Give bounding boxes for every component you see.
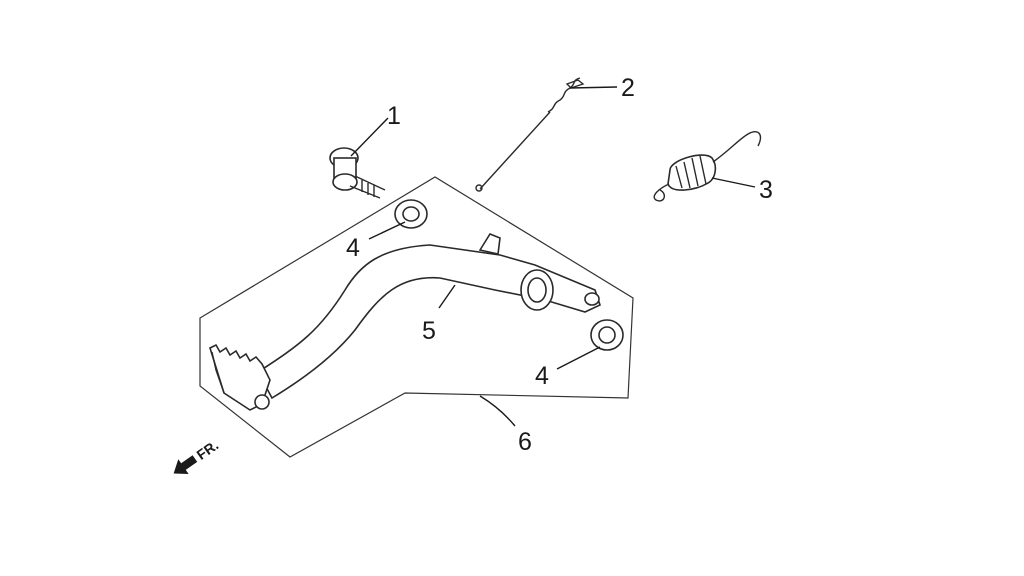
leader-1: [350, 117, 389, 157]
pivot-bolt: [329, 147, 386, 199]
leader-6: [479, 395, 516, 427]
callout-6: 6: [518, 428, 532, 456]
front-direction-marker: FR.: [173, 437, 222, 474]
leader-4b: [556, 346, 601, 370]
leader-4a: [368, 221, 406, 240]
callout-4a: 4: [346, 234, 360, 262]
bushing-upper: [394, 199, 428, 229]
bushing-lower: [590, 319, 624, 351]
spring-rod: [475, 77, 585, 192]
front-direction-label: FR.: [194, 437, 222, 463]
leader-3: [711, 177, 756, 188]
arrow-left-down-icon: [173, 455, 198, 474]
brake-pedal-lever: [209, 233, 601, 411]
callout-2: 2: [621, 74, 635, 102]
return-spring: [653, 130, 762, 202]
callout-3: 3: [759, 176, 773, 204]
callout-4b: 4: [535, 362, 549, 390]
assembly-outline: [199, 176, 634, 458]
leader-2: [569, 86, 618, 89]
callout-1: 1: [387, 102, 401, 130]
callout-5: 5: [422, 317, 436, 345]
leader-5: [438, 284, 456, 309]
